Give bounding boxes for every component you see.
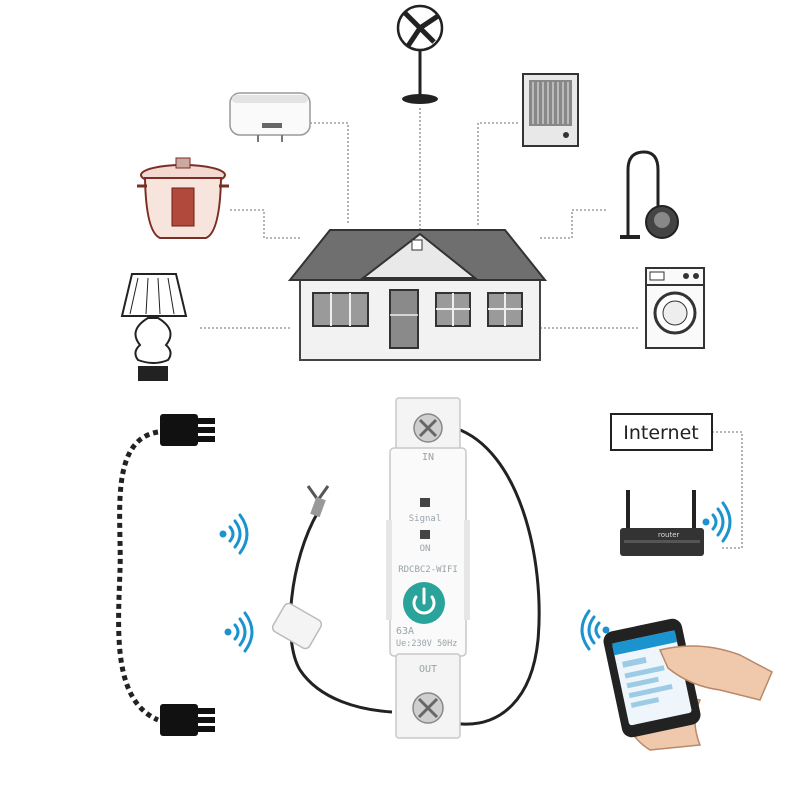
power-button[interactable] xyxy=(403,582,445,624)
table-lamp-icon xyxy=(120,273,188,381)
in-label: IN xyxy=(422,452,434,463)
house-icon xyxy=(287,229,548,361)
rice-cooker-icon xyxy=(137,157,229,239)
on-indicator xyxy=(420,530,430,539)
power-plug-bottom-icon xyxy=(160,704,215,736)
radiator-heater-icon xyxy=(522,73,579,147)
neutral-wire xyxy=(429,426,541,726)
voltage-label: Ue:230V 50Hz xyxy=(396,639,457,649)
router-label: router xyxy=(658,531,679,539)
rating-label: 63A xyxy=(396,626,414,637)
dotted-power-cable xyxy=(116,429,160,723)
wifi-icon xyxy=(224,611,254,653)
wifi-icon xyxy=(702,501,732,543)
internet-label: Internet xyxy=(623,422,698,444)
out-label: OUT xyxy=(419,664,437,675)
washing-machine-icon xyxy=(645,267,705,349)
signal-indicator xyxy=(420,498,430,507)
water-heater-icon xyxy=(229,92,311,142)
router-icon: router xyxy=(620,490,704,556)
vacuum-cleaner-icon xyxy=(620,150,679,239)
wire-tag-icon xyxy=(271,602,323,650)
on-label: ON xyxy=(420,544,431,554)
ring-terminal-icon xyxy=(306,485,330,518)
signal-label: Signal xyxy=(409,514,442,524)
power-plug-top-icon xyxy=(160,414,215,446)
fan-icon xyxy=(396,4,444,104)
sensor-wire xyxy=(288,511,393,714)
power-icon xyxy=(412,587,436,615)
internet-box: Internet xyxy=(610,413,713,451)
wifi-icon xyxy=(580,609,610,651)
wifi-icon xyxy=(219,513,249,555)
terminal-screw-in-icon xyxy=(413,413,443,443)
model-label: RDCBC2-WIFI xyxy=(398,565,458,575)
appliance-connector-lines xyxy=(200,108,743,549)
smartphone-in-hand-icon xyxy=(603,618,773,751)
terminal-screw-out-icon xyxy=(412,692,444,724)
